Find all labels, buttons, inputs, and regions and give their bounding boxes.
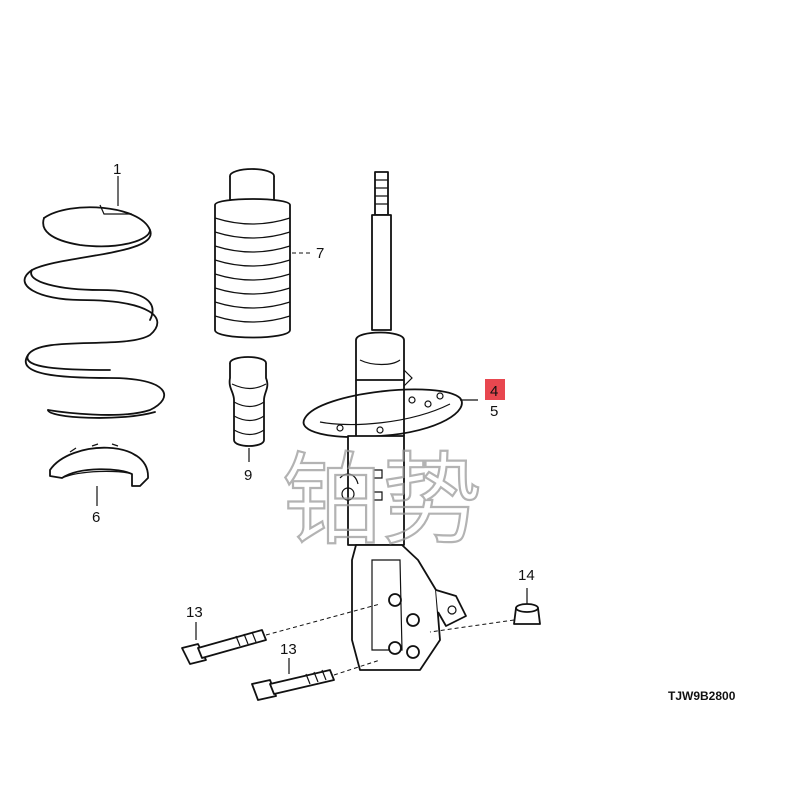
callout-5: 5	[490, 403, 498, 420]
callout-4-highlight	[485, 379, 505, 400]
flange-bolt-lower	[251, 658, 381, 701]
flange-bolt-upper	[181, 603, 381, 665]
callout-4: 4	[490, 383, 498, 400]
callout-bump-stop: 9	[244, 467, 252, 484]
diagram-code: TJW9B2800	[668, 689, 736, 703]
lower-spring-insulator	[49, 443, 149, 506]
dust-boot	[214, 168, 312, 339]
callout-spring: 1	[113, 161, 121, 178]
coil-spring	[23, 176, 166, 419]
watermark-text: 铂势	[282, 442, 482, 559]
callout-bolt-upper: 13	[186, 604, 203, 621]
callout-bolt-lower: 13	[280, 641, 297, 658]
strut-assembly	[302, 171, 467, 671]
flange-nut	[429, 588, 541, 633]
callout-flange-nut: 14	[518, 567, 535, 584]
callout-dust-boot: 7	[316, 245, 324, 262]
bump-stop	[228, 356, 269, 462]
callout-lower-insulator: 6	[92, 509, 100, 526]
